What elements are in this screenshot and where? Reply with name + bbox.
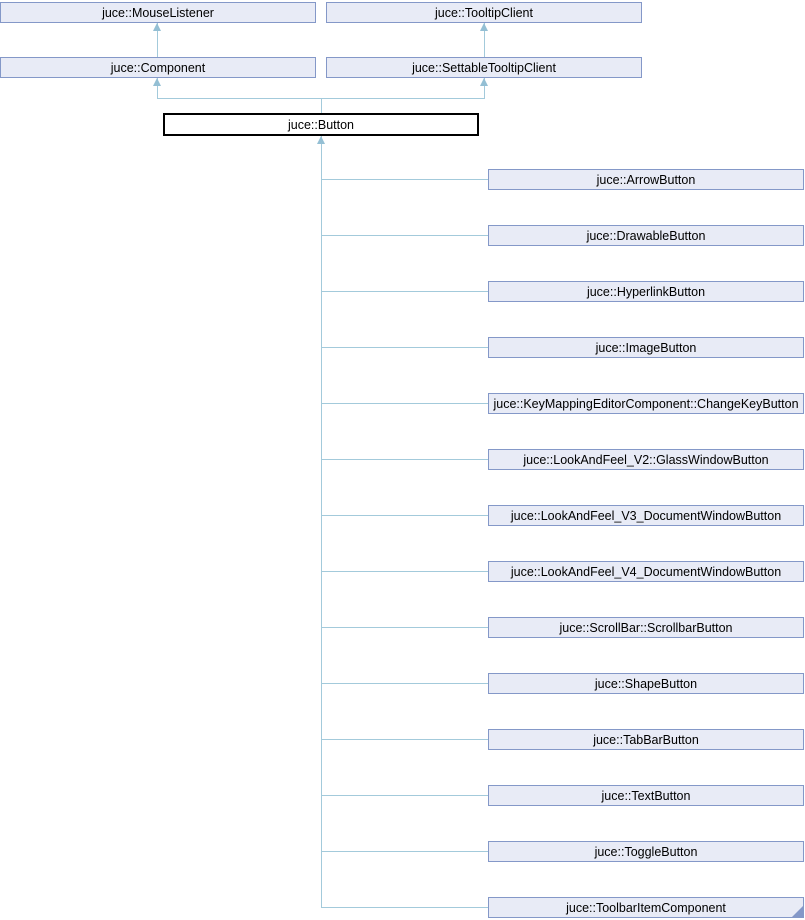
edge-component-to-mouselistener [157,23,158,57]
edge-branch-lookandfeelv4button [321,571,488,572]
class-node-drawablebutton[interactable]: juce::DrawableButton [488,225,804,246]
class-node-hyperlinkbutton[interactable]: juce::HyperlinkButton [488,281,804,302]
arrowhead-up-icon [317,136,325,144]
class-node-textbutton[interactable]: juce::TextButton [488,785,804,806]
edge-branch-imagebutton [321,347,488,348]
class-node-imagebutton[interactable]: juce::ImageButton [488,337,804,358]
class-node-togglebutton[interactable]: juce::ToggleButton [488,841,804,862]
class-node-arrowbutton[interactable]: juce::ArrowButton [488,169,804,190]
class-node-shapebutton[interactable]: juce::ShapeButton [488,673,804,694]
class-node-glasswindowbutton[interactable]: juce::LookAndFeel_V2::GlassWindowButton [488,449,804,470]
class-node-changekeybutton[interactable]: juce::KeyMappingEditorComponent::ChangeK… [488,393,804,414]
class-node-lookandfeel-v3-documentwindowbutton[interactable]: juce::LookAndFeel_V3_DocumentWindowButto… [488,505,804,526]
edge-branch-lookandfeelv3button [321,515,488,516]
edge-branch-shapebutton [321,683,488,684]
edge-derived-trunk [321,136,322,908]
edge-branch-changekeybutton [321,403,488,404]
edge-branch-scrollbarbutton [321,627,488,628]
class-node-tabbarbutton[interactable]: juce::TabBarButton [488,729,804,750]
edge-branch-hyperlinkbutton [321,291,488,292]
edge-branch-togglebutton [321,851,488,852]
arrowhead-up-icon [480,78,488,86]
edge-button-to-component [157,78,158,98]
class-node-settabletooltipclient[interactable]: juce::SettableTooltipClient [326,57,642,78]
edge-branch-tabbarbutton [321,739,488,740]
edge-branch-textbutton [321,795,488,796]
edge-settabletooltipclient-to-tooltipclient [484,23,485,57]
edge-button-to-settabletooltipclient [484,78,485,98]
arrowhead-up-icon [153,23,161,31]
class-node-scrollbarbutton[interactable]: juce::ScrollBar::ScrollbarButton [488,617,804,638]
clipped-corner [792,906,803,917]
class-node-toolbaritemcomponent[interactable]: juce::ToolbarItemComponent [488,897,804,918]
arrowhead-up-icon [153,78,161,86]
edge-branch-arrowbutton [321,179,488,180]
class-node-button-focus: juce::Button [163,113,479,136]
arrowhead-up-icon [480,23,488,31]
class-node-lookandfeel-v4-documentwindowbutton[interactable]: juce::LookAndFeel_V4_DocumentWindowButto… [488,561,804,582]
edge-branch-toolbaritemcomponent [321,907,488,908]
class-node-tooltipclient[interactable]: juce::TooltipClient [326,2,642,23]
class-node-component[interactable]: juce::Component [0,57,316,78]
edge-button-trunk-upper [321,98,322,114]
class-node-mouselistener[interactable]: juce::MouseListener [0,2,316,23]
edge-branch-drawablebutton [321,235,488,236]
edge-branch-glasswindowbutton [321,459,488,460]
